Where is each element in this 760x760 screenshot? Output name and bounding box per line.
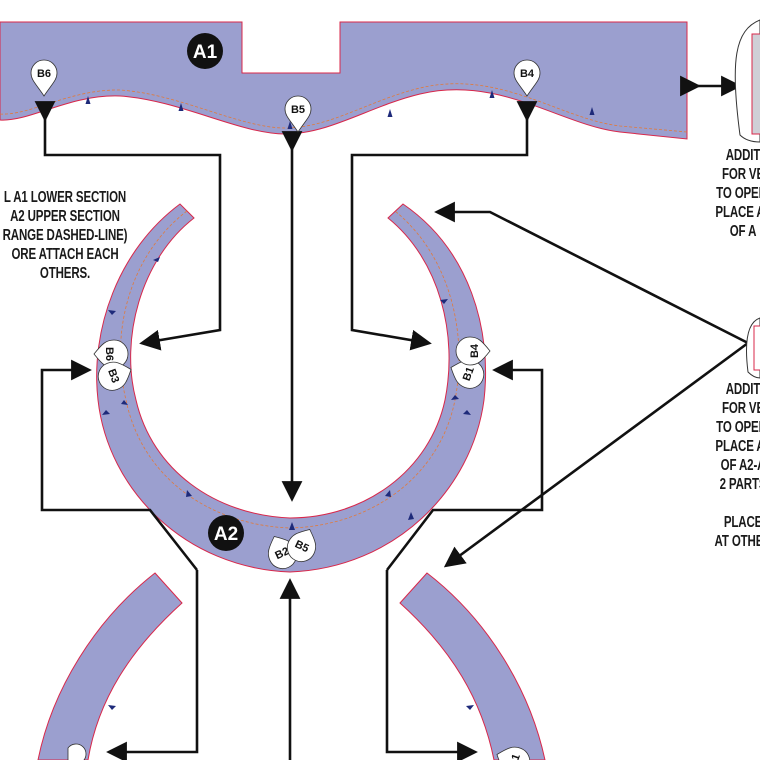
marker-b1-right: B1 bbox=[450, 359, 485, 389]
marker-b1-lower-right: B1 bbox=[496, 746, 531, 760]
connector-arrows bbox=[34, 75, 749, 760]
note-right-top: ADDIT FOR VE TO OPEN/ PLACE AT OF A bbox=[715, 147, 760, 240]
badge-a1: A1 bbox=[187, 33, 223, 69]
note-left: L A1 LOWER SECTION A2 UPPER SECTION RANG… bbox=[2, 189, 128, 282]
svg-text:B1: B1 bbox=[507, 752, 523, 760]
arrow-right-loop bbox=[385, 359, 544, 571]
svg-text:B3: B3 bbox=[105, 367, 121, 384]
marker-b6-top: B6 bbox=[30, 59, 58, 97]
svg-text:B1: B1 bbox=[461, 365, 477, 382]
svg-text:B4: B4 bbox=[520, 68, 535, 80]
marker-b3-left: B3 bbox=[97, 361, 132, 391]
marker-b4-top: B4 bbox=[513, 59, 541, 97]
marker-b6-left: B6 bbox=[93, 339, 129, 369]
arrow-right-lower bbox=[385, 570, 478, 760]
arrow-to-a2-right-tip bbox=[434, 201, 749, 345]
marker-b5-bottom: B5 bbox=[286, 529, 317, 562]
badge-a1-label: A1 bbox=[193, 42, 218, 63]
svg-text:B6: B6 bbox=[103, 347, 115, 361]
badge-a2: A2 bbox=[208, 515, 244, 551]
marker-lower-left-partial bbox=[67, 743, 87, 760]
arrow-left-lower bbox=[106, 570, 199, 760]
svg-text:B6: B6 bbox=[37, 68, 51, 80]
note-right-mid: ADDIT FOR VE TO OPEN/ PLACE AT OF A2-A 2… bbox=[714, 381, 760, 550]
arrow-left-loop bbox=[40, 359, 199, 571]
lower-right-notch bbox=[466, 705, 474, 710]
svg-text:B2: B2 bbox=[273, 545, 291, 562]
lower-left-notch bbox=[108, 705, 116, 710]
right-edge-pieces bbox=[734, 19, 760, 379]
arrow-b6-left bbox=[34, 101, 222, 351]
piece-a1 bbox=[0, 21, 688, 140]
piece-lower-left bbox=[37, 572, 183, 760]
piece-lower-right bbox=[399, 572, 546, 760]
svg-text:B5: B5 bbox=[293, 538, 311, 555]
arrow-b4-right bbox=[350, 101, 538, 351]
svg-text:B4: B4 bbox=[469, 343, 481, 358]
marker-b5-top: B5 bbox=[284, 95, 312, 133]
marker-b4-right: B4 bbox=[455, 336, 491, 366]
badge-a2-label: A2 bbox=[214, 524, 238, 545]
svg-text:B5: B5 bbox=[291, 104, 305, 116]
arrow-to-lower-right bbox=[443, 341, 749, 568]
